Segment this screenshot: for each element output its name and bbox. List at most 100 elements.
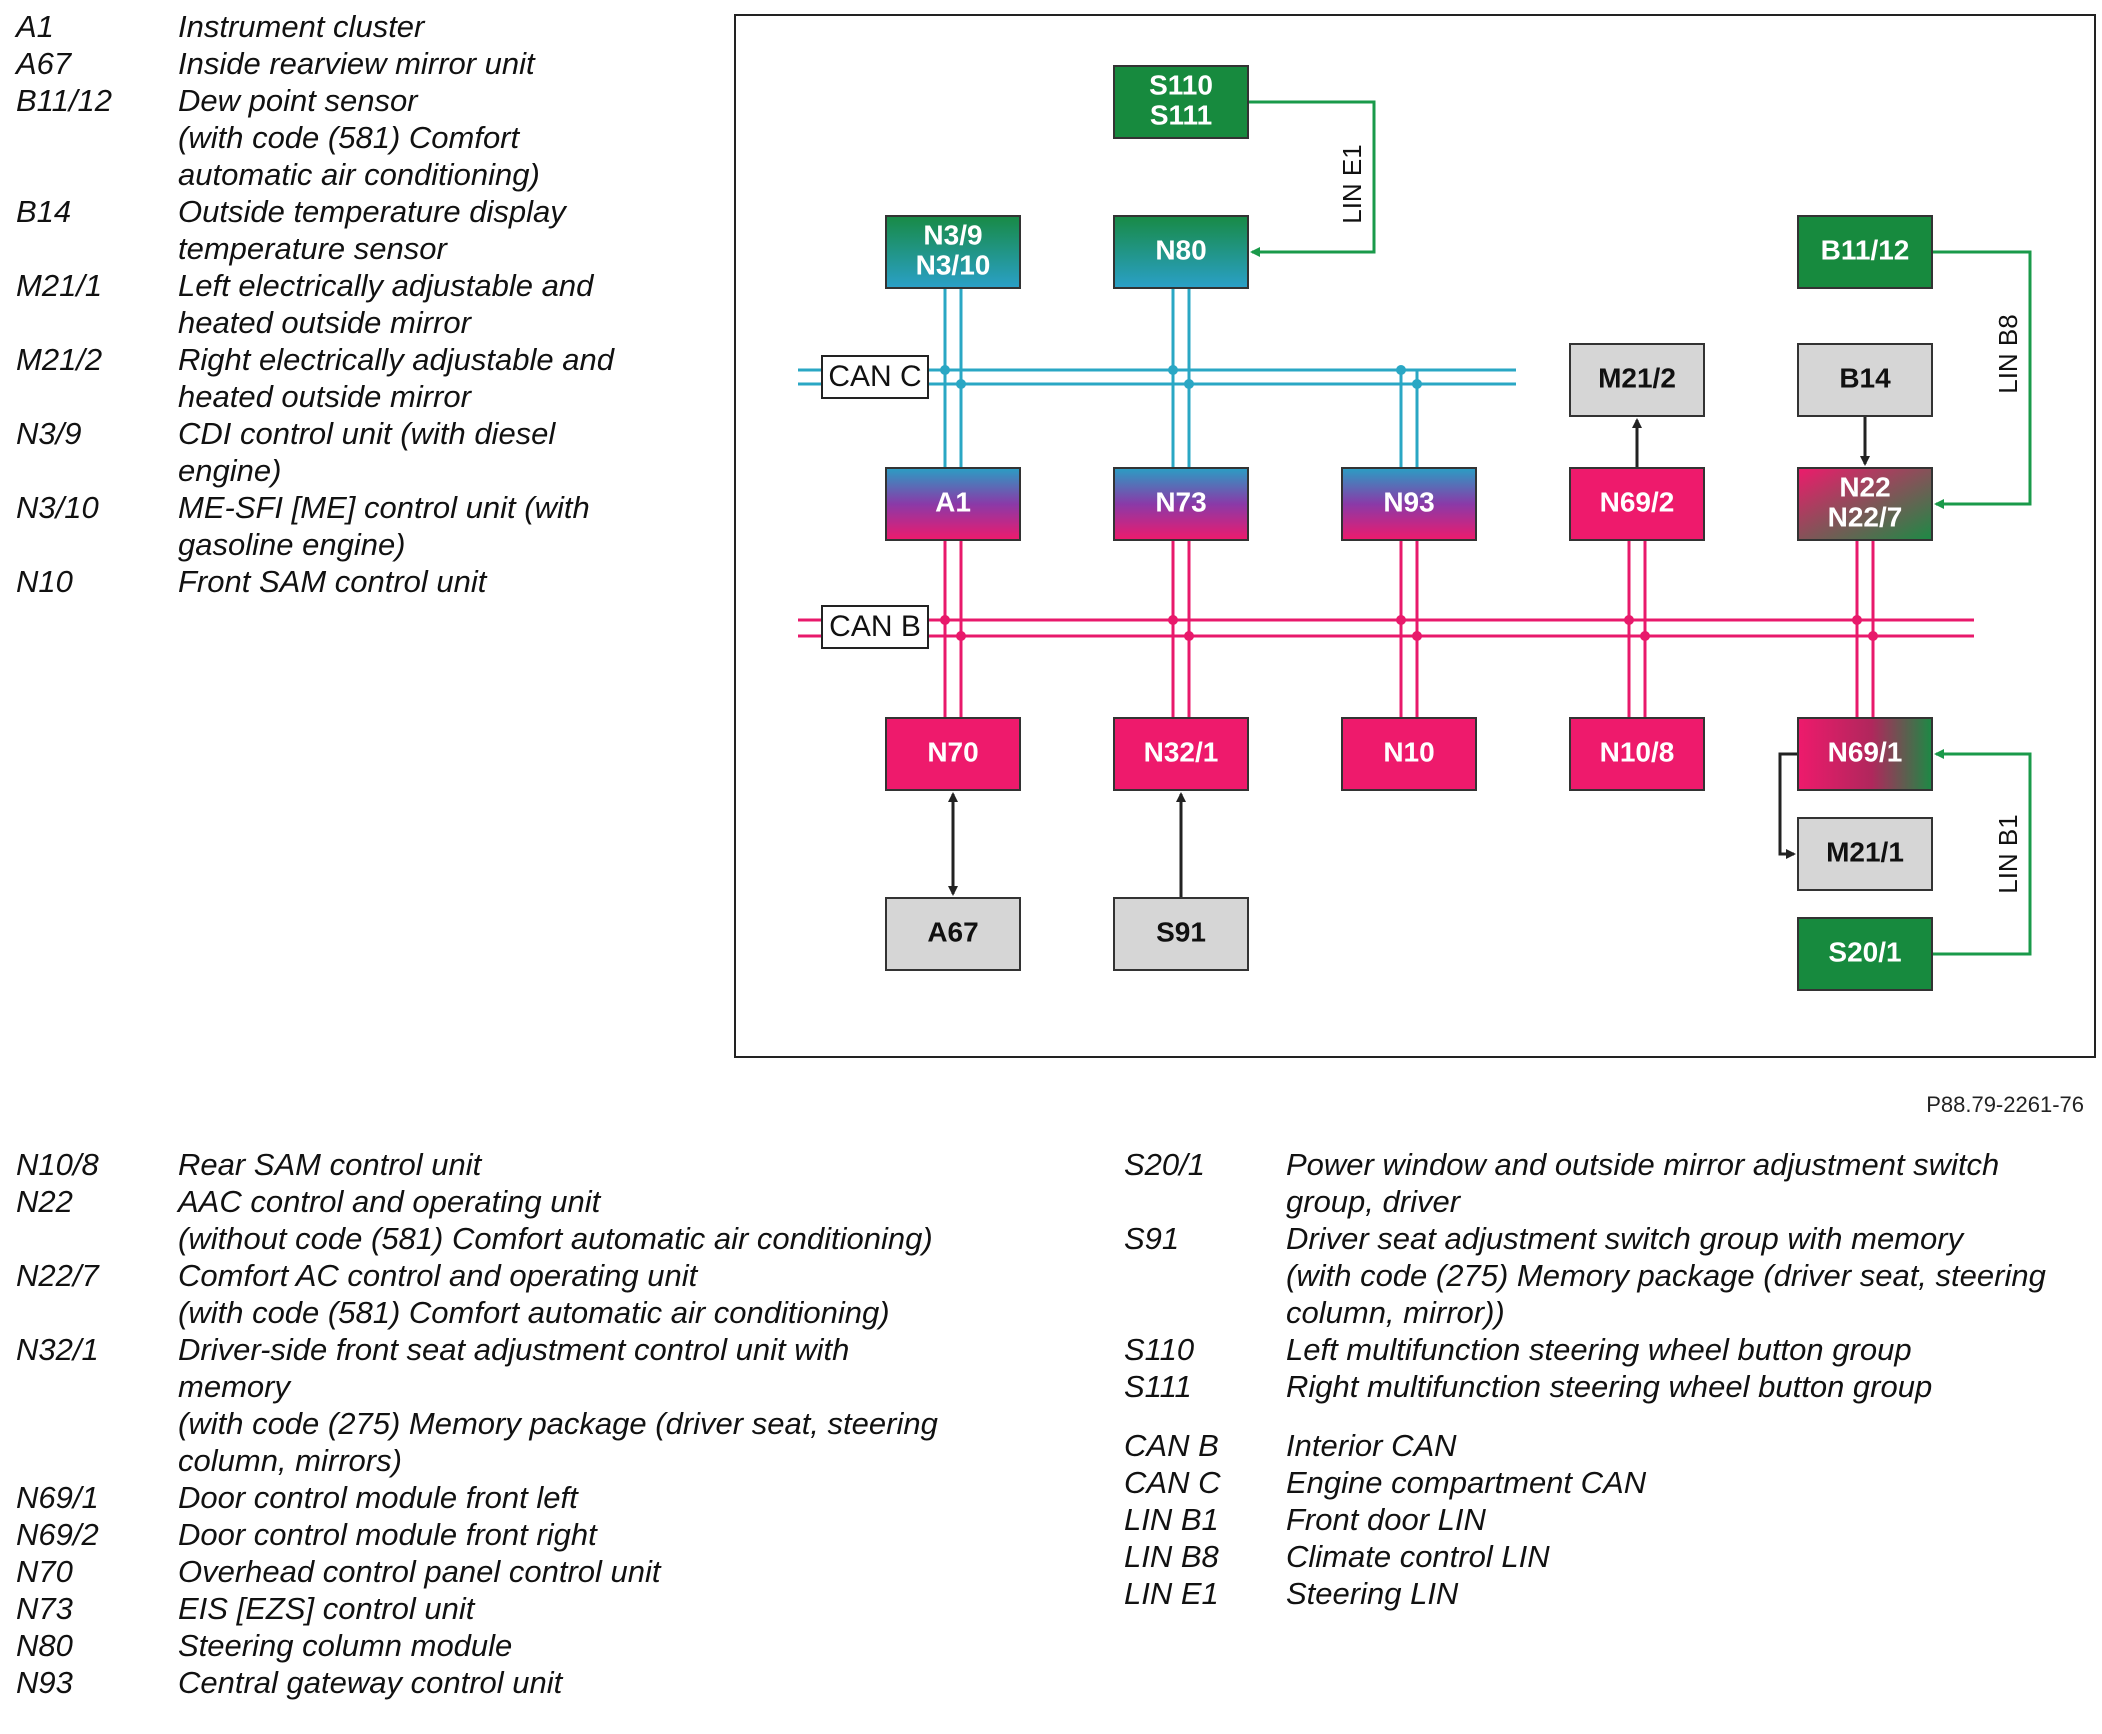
junction-dot	[1184, 379, 1194, 389]
legend-description-line: AAC control and operating unit	[178, 1184, 601, 1219]
legend-code: S111	[1124, 1369, 1192, 1404]
node-box	[1113, 215, 1249, 289]
node-label: S111	[1150, 99, 1212, 130]
legend-description: Rear SAM control unit	[178, 1146, 1056, 1183]
legend-description-line: temperature sensor	[178, 231, 447, 266]
legend-code: B11/12	[16, 83, 112, 118]
node-box	[1341, 467, 1477, 541]
node-label: N80	[1155, 234, 1206, 265]
node-label: N3/9	[923, 219, 982, 250]
node-label: S20/1	[1828, 936, 1901, 967]
node-box	[1569, 467, 1705, 541]
node-n3: N3/9N3/10	[885, 215, 1021, 289]
legend-description-line: column, mirrors)	[178, 1443, 402, 1478]
node-box	[1797, 817, 1933, 891]
node-box	[885, 215, 1021, 289]
node-label: N22/7	[1828, 501, 1903, 532]
legend-gap	[1124, 1405, 2084, 1427]
legend-code: N10	[16, 564, 73, 599]
legend-description-line: Instrument cluster	[178, 9, 425, 44]
bus-wires	[798, 100, 2032, 956]
legend-description: Door control module front right	[178, 1516, 1056, 1553]
node-s91: S91	[1113, 897, 1249, 971]
legend-description-line: gasoline engine)	[178, 527, 406, 562]
legend-description-line: Right electrically adjustable and	[178, 342, 614, 377]
legend-description: Front SAM control unit	[178, 563, 666, 600]
node-n73: N73	[1113, 467, 1249, 541]
node-m211: M21/1	[1797, 817, 1933, 891]
node-n691: N69/1	[1797, 717, 1933, 791]
legend-description-line: heated outside mirror	[178, 305, 471, 340]
legend-description-line: Front SAM control unit	[178, 564, 487, 599]
junction-dot	[1184, 631, 1194, 641]
junction-dot	[956, 379, 966, 389]
legend-description-line: Left electrically adjustable and	[178, 268, 594, 303]
node-box	[1797, 343, 1933, 417]
junction-dot	[1396, 365, 1406, 375]
figure-reference: P88.79-2261-76	[1926, 1092, 2084, 1117]
node-box	[1113, 717, 1249, 791]
node-n70: N70	[885, 717, 1021, 791]
legend-code: N70	[16, 1554, 73, 1589]
diagram-frame	[734, 14, 2096, 1058]
node-n93: N93	[1341, 467, 1477, 541]
legend-description: Steering LIN	[1286, 1575, 2084, 1612]
legend-code: M21/1	[16, 268, 103, 303]
node-m212: M21/2	[1569, 343, 1705, 417]
legend-description-line: (with code (275) Memory package (driver …	[1286, 1258, 2046, 1293]
junction-dot	[940, 365, 950, 375]
lin-e1-wire	[1248, 100, 1376, 257]
node-label: M21/1	[1826, 836, 1904, 867]
node-label: N73	[1155, 486, 1206, 517]
legend-description-line: engine)	[178, 453, 282, 488]
legend-code: N93	[16, 1665, 73, 1700]
legend-code: A67	[16, 46, 72, 81]
node-label: A1	[935, 486, 971, 517]
junction-dot	[1412, 631, 1422, 641]
legend-description-line: Right multifunction steering wheel butto…	[1286, 1369, 1933, 1404]
node-a67: A67	[885, 897, 1021, 971]
node-label: S91	[1156, 916, 1206, 947]
legend-code: N22/7	[16, 1258, 99, 1293]
node-box	[1797, 467, 1933, 541]
node-label: A67	[927, 916, 978, 947]
node-box	[1113, 897, 1249, 971]
legend-description-line: heated outside mirror	[178, 379, 471, 414]
legend-description-line: (with code (581) Comfort	[178, 120, 520, 155]
node-label: N70	[927, 736, 978, 767]
node-n80: N80	[1113, 215, 1249, 289]
node-label: B11/12	[1821, 234, 1910, 265]
lin-b8-wire	[1932, 250, 2032, 509]
junction-dot	[1852, 615, 1862, 625]
legend-description-line: memory	[178, 1369, 290, 1404]
legend-description: Overhead control panel control unit	[178, 1553, 1056, 1590]
lin-label-lin_e1: LIN E1	[1337, 144, 1367, 224]
legend-description: Interior CAN	[1286, 1427, 2084, 1464]
legend-description: Steering column module	[178, 1627, 1056, 1664]
legend-description-line: Comfort AC control and operating unit	[178, 1258, 698, 1293]
legend-description: Driver-side front seat adjustment contro…	[178, 1331, 1056, 1479]
lin-label-lin_b8: LIN B8	[1993, 314, 2023, 394]
node-box	[1341, 717, 1477, 791]
legend-description-line: Left multifunction steering wheel button…	[1286, 1332, 1912, 1367]
node-box	[885, 717, 1021, 791]
legend-description-line: Interior CAN	[1286, 1428, 1457, 1463]
node-label: N69/1	[1828, 736, 1903, 767]
node-n10: N10	[1341, 717, 1477, 791]
node-box	[885, 897, 1021, 971]
